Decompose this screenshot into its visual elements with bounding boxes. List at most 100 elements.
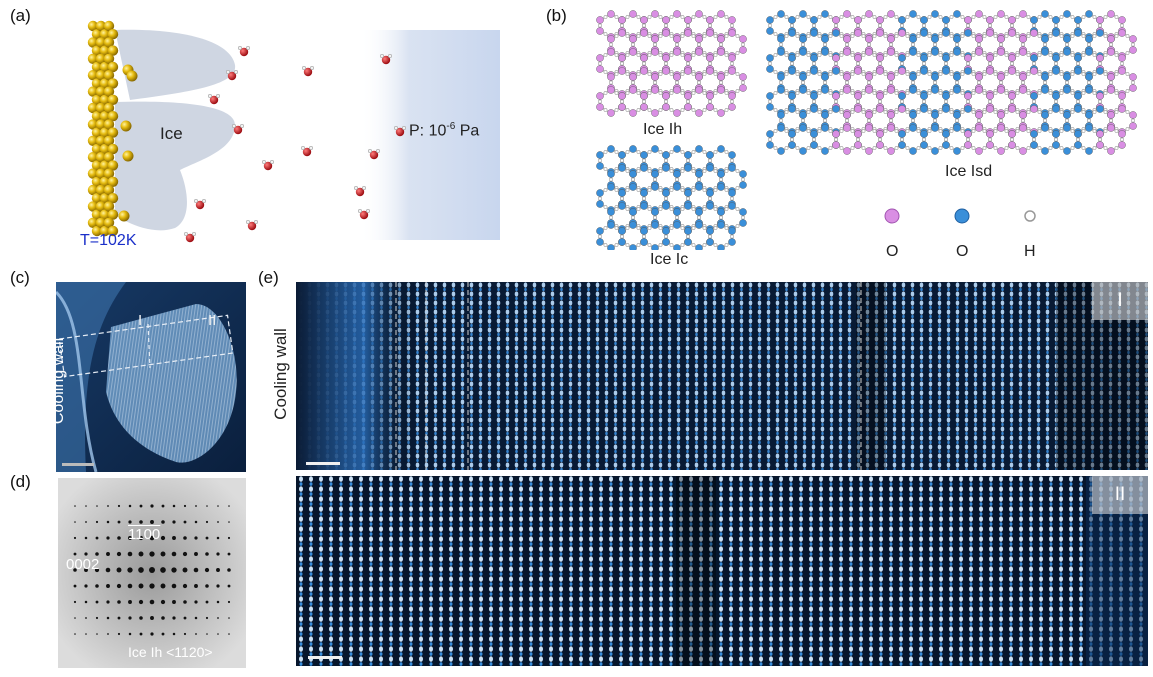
hydrogen-atom [642,234,646,239]
oxygen-atom [1096,29,1104,37]
oxygen-atom [651,183,659,191]
oxygen-atom [810,16,818,24]
oxygen-atom [673,244,681,250]
hydrogen-atom [365,208,371,214]
hydrogen-atom [801,80,805,85]
oxygen-atom [832,29,840,37]
hydrogen-atom [1004,129,1009,133]
hydrogen-atom [653,80,657,85]
gold-atom [87,152,99,163]
diffraction-spot [84,552,88,556]
diffraction-spot [216,536,220,540]
hydrogen-atom [960,15,965,19]
ice-isd-lattice [766,10,1137,155]
oxygen-atom [832,141,840,149]
diffraction-spot [204,567,210,573]
hydrogen-atom [691,188,696,192]
gold-atom [103,135,115,146]
hydrogen-atom [960,72,965,76]
oxygen-atom [1041,147,1049,155]
gold-atom [103,152,115,163]
hydrogen-atom [375,148,381,154]
oxygen-atom [684,54,692,62]
hydrogen-atom [647,207,652,211]
oxygen-atom [975,86,983,94]
hydrogen-atom [1103,72,1108,76]
oxygen-atom [640,238,648,246]
hydrogen-atom [730,99,734,104]
diffraction-spot [183,520,187,524]
oxygen-atom [832,54,840,62]
hydrogen-atom [949,15,954,19]
oxygen-atom [263,161,273,171]
hydrogen-atom [300,145,306,151]
oxygen-atom [673,35,681,43]
oxygen-atom [1030,67,1038,75]
hydrogen-atom [993,110,998,114]
hydrogen-atom [1054,99,1058,104]
oxygen-atom [1030,92,1038,100]
oxygen-atom [673,48,681,56]
oxygen-atom [942,130,950,138]
hydrogen-atom [1065,118,1069,123]
hydrogen-atom [828,34,833,38]
oxygen-atom [821,48,829,56]
hydrogen-atom [1010,23,1014,28]
hydrogen-atom [1048,72,1053,76]
oxygen-atom [1085,124,1093,132]
diffraction-spot [195,633,197,635]
oxygen-atom [898,92,906,100]
hydrogen-atom [894,34,899,38]
gold-atom [103,201,115,212]
hydrogen-atom [642,99,646,104]
oxygen-atom [931,10,939,18]
diffraction-spot [139,504,143,508]
hydrogen-atom [938,110,943,114]
oxygen-pink-icon [884,208,900,224]
hydrogen-atom [702,150,707,154]
gold-atom [120,120,132,132]
oxygen-atom [931,124,939,132]
diffraction-spot [205,552,209,556]
hydrogen-atom [867,42,871,47]
oxygen-atom [1008,54,1016,62]
hydrogen-atom [905,53,910,57]
oxygen-atom [739,73,747,81]
oxygen-atom [1074,29,1082,37]
oxygen-atom [1085,48,1093,56]
oxygen-atom [997,147,1005,155]
oxygen-atom [618,202,626,210]
hydrogen-atom [1026,146,1031,150]
oxygen-atom [909,73,917,81]
oxygen-atom [629,183,637,191]
hydrogen-atom [642,158,646,163]
oxygen-atom [1085,35,1093,43]
hydrogen-atom [680,150,685,154]
diffraction-spot [160,551,166,557]
diffraction-spot [128,600,132,604]
oxygen-atom [596,227,604,235]
hydrogen-atom [894,15,899,19]
gold-atom [87,102,99,114]
oxygen-atom [975,147,983,155]
oxygen-atom [865,111,873,119]
oxygen-atom [942,29,950,37]
hydrogen-atom [231,123,237,129]
hydrogen-atom [614,72,619,76]
oxygen-atom [651,244,659,250]
hydrogen-atom [960,34,965,38]
hydrogen-atom [620,99,624,104]
oxygen-atom [986,54,994,62]
hydrogen-atom [790,61,794,66]
hydrogen-atom [708,234,712,239]
oxygen-atom [1096,105,1104,113]
hydrogen-atom [636,207,641,211]
gold-atom [126,70,138,82]
oxygen-atom [673,170,681,178]
diffraction-spot [149,551,155,557]
hydrogen-atom [927,110,932,114]
hydrogen-atom [724,108,729,112]
hydrogen-atom [735,207,740,211]
hydrogen-atom [1070,15,1075,19]
oxygen-atom [1074,67,1082,75]
